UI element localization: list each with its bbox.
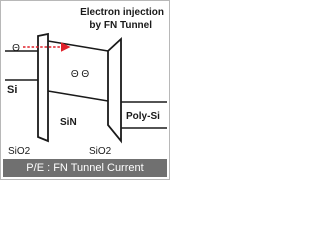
energy-band-diagram: Electron injection by FN Tunnel Θ Θ Θ Si… — [5, 7, 167, 157]
label-sio2-right: SiO2 — [89, 146, 112, 157]
trapped-electrons: Θ Θ — [71, 69, 90, 80]
label-sin: SiN — [60, 117, 77, 128]
caption-bar: P/E : FN Tunnel Current — [3, 159, 167, 177]
blocking-oxide-barrier — [107, 36, 122, 144]
sin-conduction-band-edge — [47, 40, 109, 52]
label-si: Si — [7, 84, 17, 96]
sin-valence-band-edge — [47, 90, 109, 102]
title-line-1: Electron injection — [80, 7, 164, 18]
label-poly-si: Poly-Si — [126, 111, 160, 122]
figure-panel: Electron injection by FN Tunnel Θ Θ Θ Si… — [0, 0, 170, 180]
tunnel-oxide-barrier — [37, 32, 49, 143]
title-line-2: by FN Tunnel — [89, 20, 152, 31]
label-sio2-left: SiO2 — [8, 146, 31, 157]
electron-symbol-icon: Θ — [12, 43, 20, 54]
